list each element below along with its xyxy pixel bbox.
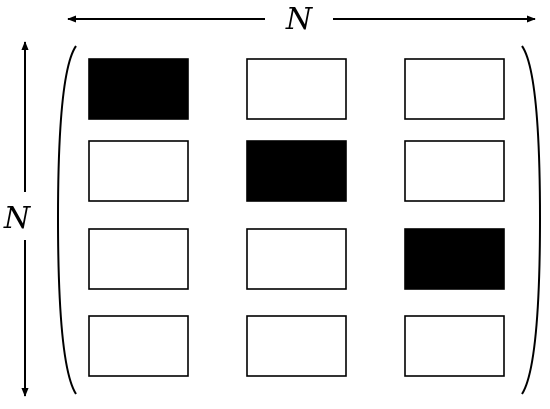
matrix-cell-empty — [404, 315, 505, 377]
matrix-cell-filled — [404, 228, 505, 290]
matrix-cell-empty — [404, 58, 505, 120]
matrix-cell-filled — [88, 58, 189, 120]
matrix-cell-empty — [88, 228, 189, 290]
matrix-cell-empty — [246, 58, 347, 120]
matrix-cell-empty — [404, 140, 505, 202]
matrix-cell-empty — [246, 315, 347, 377]
right-bracket — [521, 45, 542, 395]
matrix-cell-empty — [88, 140, 189, 202]
matrix-cells — [88, 58, 505, 377]
left-bracket — [56, 45, 77, 395]
vertical-dimension-label: N — [3, 201, 32, 236]
horizontal-dimension-label: N — [285, 2, 314, 37]
matrix-cell-filled — [246, 140, 347, 202]
matrix-cell-empty — [88, 315, 189, 377]
matrix-cell-empty — [246, 228, 347, 290]
